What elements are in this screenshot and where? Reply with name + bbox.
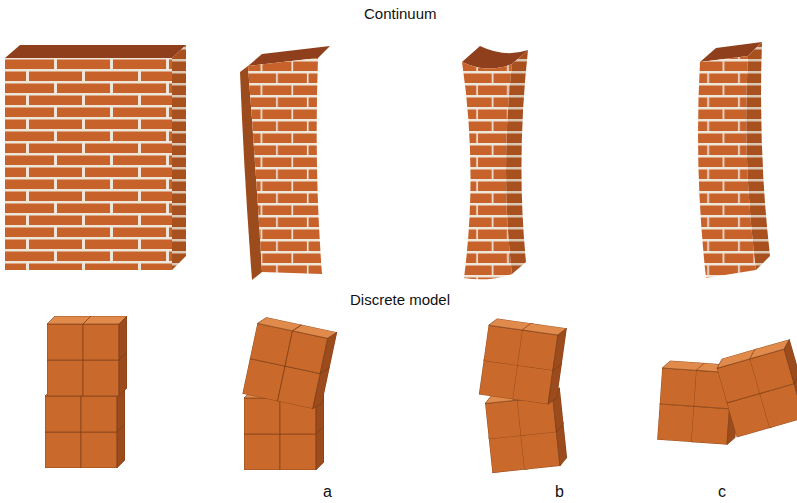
case-letter: c: [718, 483, 726, 501]
block-row-hinging: [657, 339, 797, 445]
block: [517, 322, 567, 372]
block-stack-rocking: [242, 316, 337, 470]
wall-side: [746, 42, 770, 270]
wall-side: [506, 50, 528, 274]
bent-wall: [240, 46, 330, 280]
curved-wall: [462, 46, 528, 279]
sheared-wall: [698, 42, 770, 278]
section-heading: Continuum: [364, 5, 437, 23]
section-heading: Discrete model: [350, 291, 450, 309]
wall-face: [248, 58, 322, 274]
block: [747, 339, 797, 393]
wall-face: [462, 62, 512, 279]
wall-side: [172, 45, 186, 270]
wall-face: [5, 58, 172, 270]
block-stack-twisting: [479, 317, 568, 473]
block-stack: [45, 316, 127, 468]
flat-wall: [5, 45, 186, 270]
block: [285, 323, 337, 375]
block: [83, 316, 127, 360]
wall-top: [5, 45, 186, 58]
case-letter: b: [555, 483, 564, 501]
case-letter: a: [323, 483, 332, 501]
